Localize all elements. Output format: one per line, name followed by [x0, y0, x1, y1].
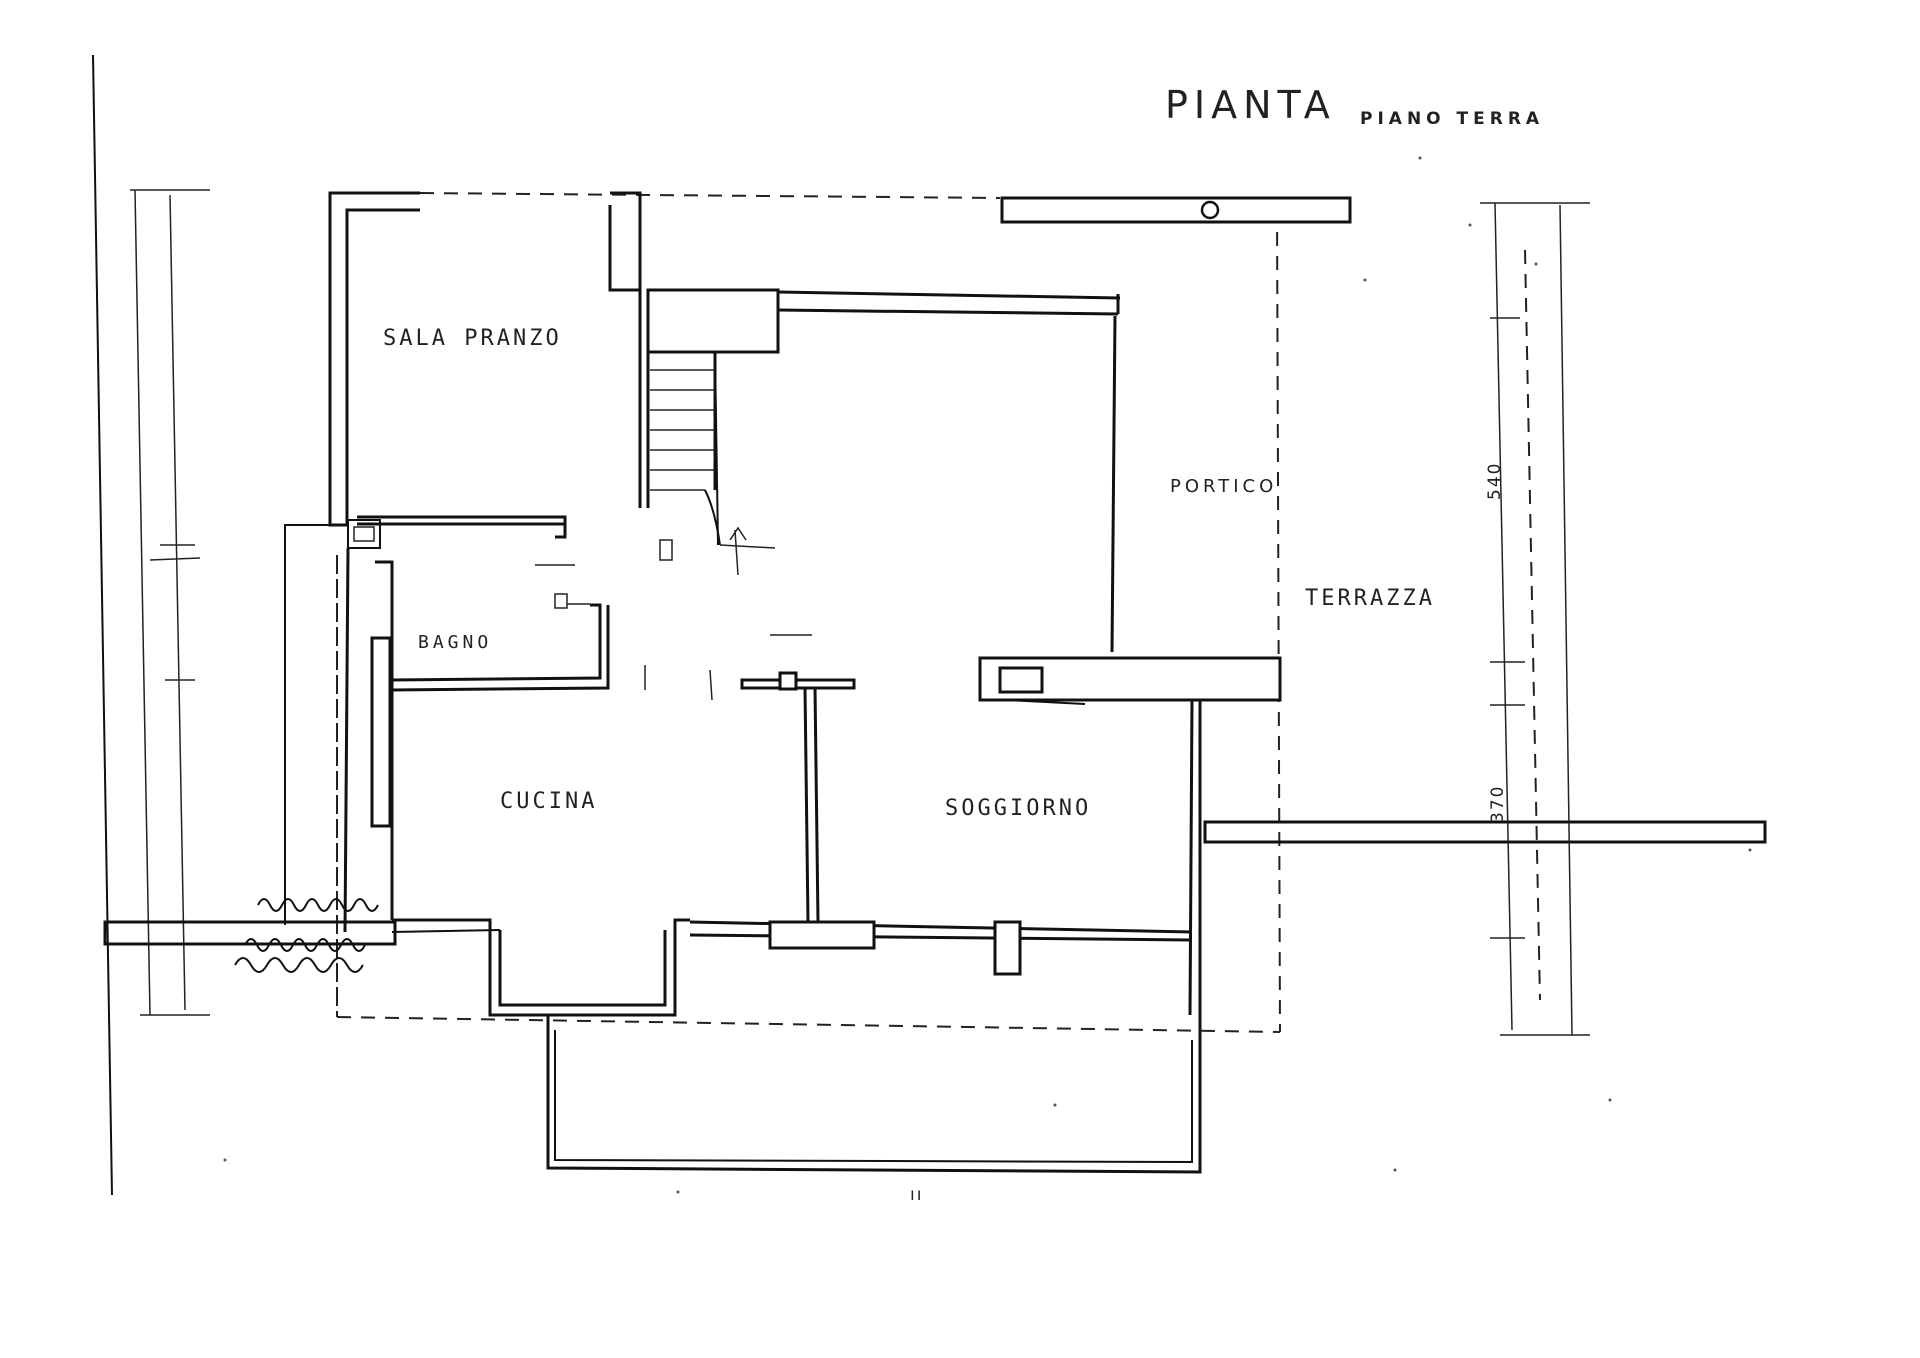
terrace-outline: [546, 1015, 1202, 1174]
bathroom-walls: [343, 547, 610, 933]
kitchen-walls: [390, 690, 690, 1017]
property-boundary-line: [92, 54, 113, 1196]
left-passage-walls: [284, 524, 338, 1015]
central-partition: [644, 634, 856, 923]
room-label-soggiorno: SOGGIORNO: [945, 796, 1091, 821]
room-label-terrazza: TERRAZZA: [1305, 586, 1435, 611]
dimension-label-upper: 540: [1485, 462, 1505, 500]
dining-room-walls: [328, 191, 642, 539]
room-label-portico: PORTICO: [1170, 476, 1277, 497]
room-label-cucina: CUCINA: [500, 789, 597, 814]
circle-icon: [1200, 200, 1220, 220]
chimney-flue-inner: [353, 526, 375, 542]
staircase: [638, 288, 1121, 576]
left-dimension-lines: [130, 189, 210, 1016]
chimney-flue: [347, 519, 381, 549]
dimension-label-lower: 370: [1488, 785, 1508, 823]
plan-title: PIANTA: [1165, 83, 1336, 127]
terrace-outline-inner: [554, 1030, 1193, 1164]
right-beam: [1203, 820, 1767, 844]
left-beam: [103, 920, 397, 946]
hedge-scribble: [234, 898, 379, 973]
living-room-walls: [689, 699, 1202, 1036]
room-label-sala-pranzo: SALA PRANZO: [383, 326, 562, 351]
plan-subtitle: PIANO TERRA: [1360, 109, 1544, 129]
right-dimension-lines: [1480, 202, 1590, 1036]
portico-column-line: [1110, 315, 1117, 653]
top-beam: [1000, 196, 1352, 224]
bottom-mark: ıı: [910, 1185, 923, 1205]
fireplace-block: [978, 656, 1282, 705]
scan-specks: [223, 156, 1752, 1194]
room-label-bagno: BAGNO: [418, 632, 492, 653]
